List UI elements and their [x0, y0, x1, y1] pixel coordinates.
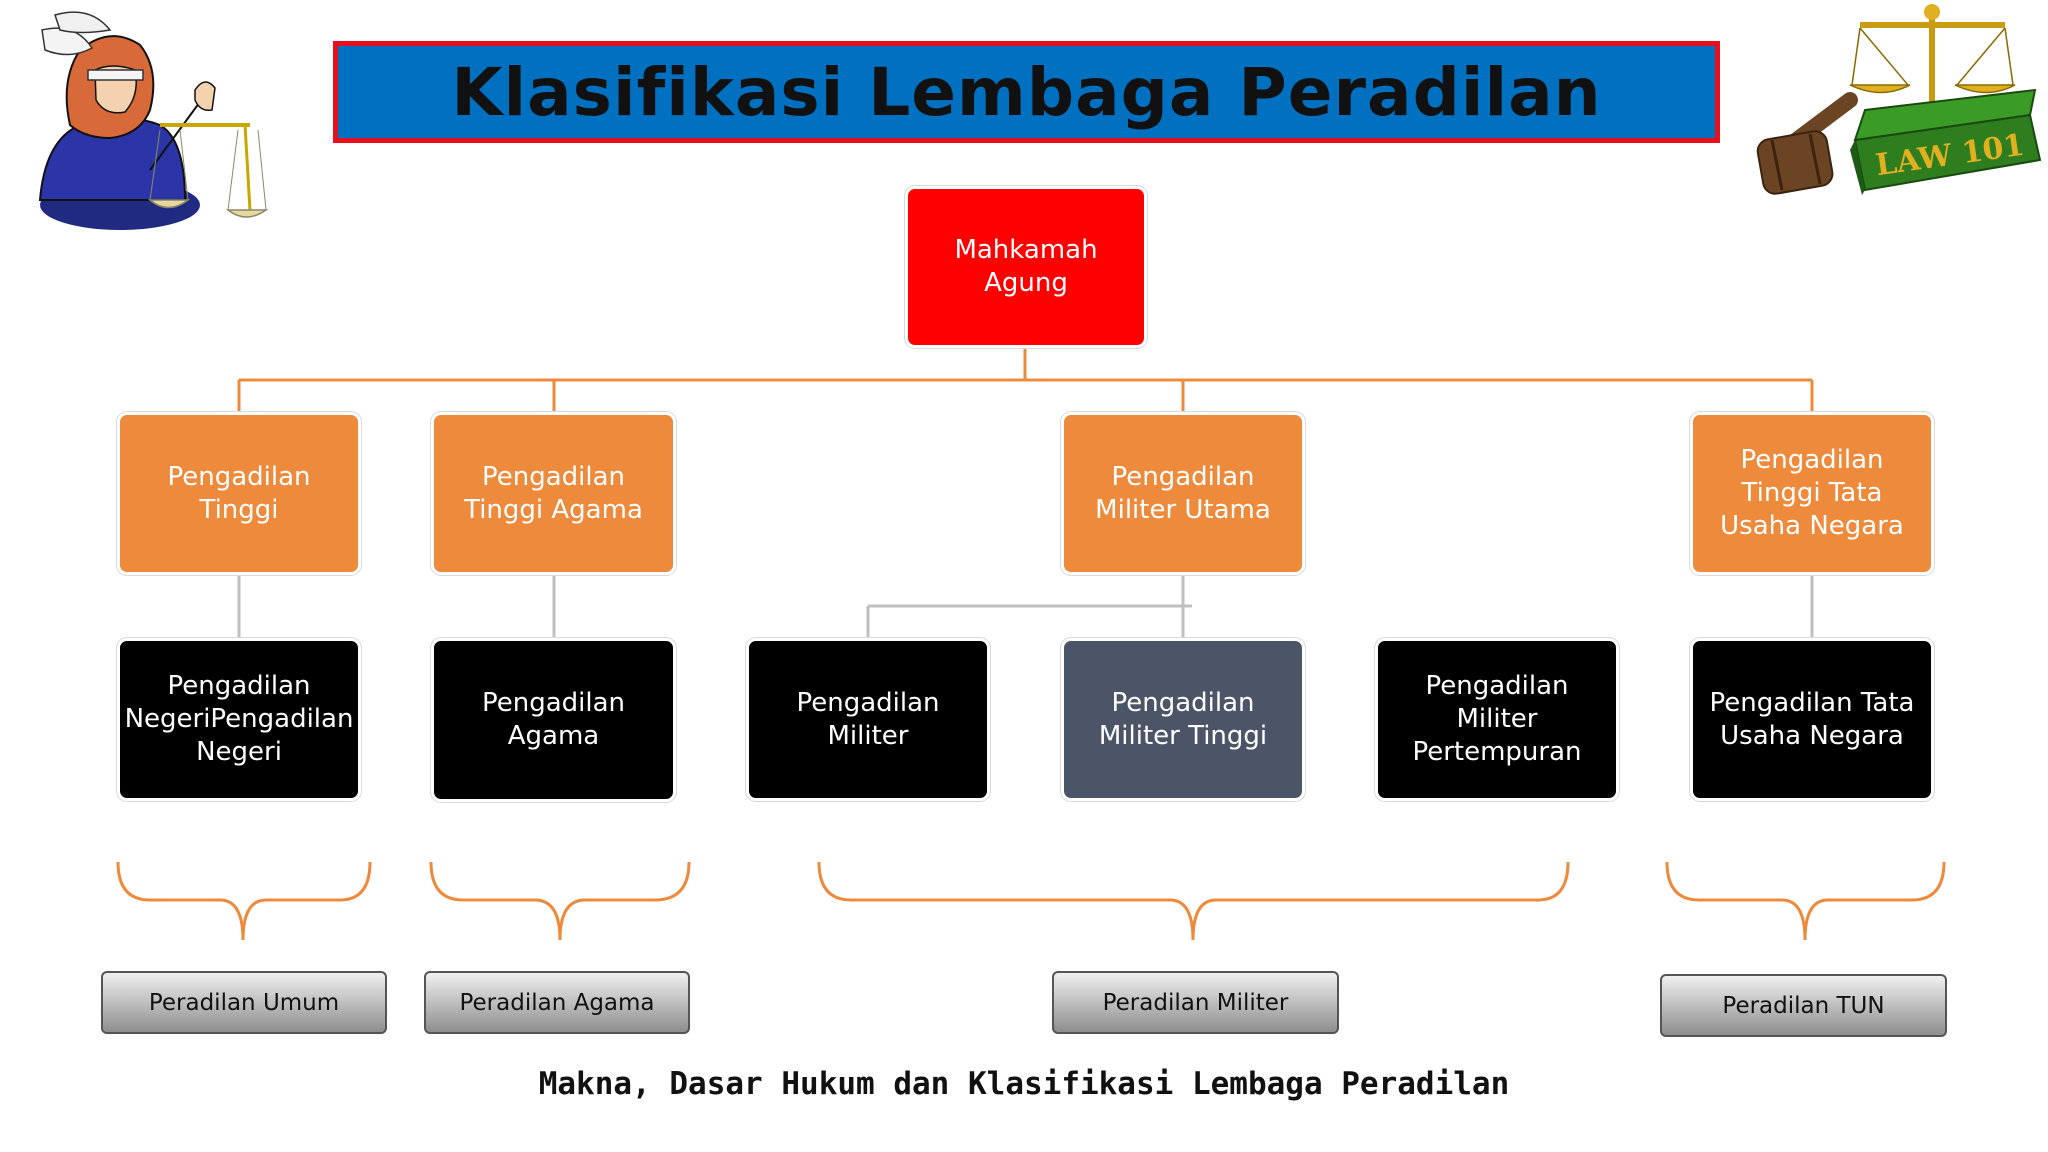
- group-label-peradilan-tun: Peradilan TUN: [1660, 974, 1947, 1037]
- brace-peradilan-militer: [817, 861, 1570, 941]
- node-label: Pengadilan Tinggi Agama: [464, 461, 643, 525]
- node-label: Pengadilan Militer: [796, 687, 940, 751]
- node-pengadilan-militer: Pengadilan Militer: [746, 638, 990, 801]
- node-label: Pengadilan Tinggi: [167, 461, 311, 525]
- node-pengadilan-militer-pertempuran: Pengadilan Militer Pertempuran: [1375, 638, 1619, 801]
- node-label: Pengadilan Agama: [481, 688, 626, 751]
- node-pengadilan-tinggi-tun: Pengadilan Tinggi Tata Usaha Negara: [1690, 412, 1934, 575]
- node-label: Pengadilan Militer Utama: [1095, 461, 1271, 525]
- node-pengadilan-militer-tinggi: Pengadilan Militer Tinggi: [1061, 638, 1305, 801]
- node-pengadilan-tinggi: Pengadilan Tinggi: [117, 412, 361, 575]
- node-pengadilan-tata-usaha-negara: Pengadilan Tata Usaha Negara: [1690, 638, 1934, 801]
- node-pengadilan-negeri: Pengadilan NegeriPengadilan Negeri: [117, 638, 361, 801]
- group-label-peradilan-agama: Peradilan Agama: [424, 971, 690, 1034]
- node-label: Mahkamah Agung: [954, 235, 1098, 298]
- page-title: Klasifikasi Lembaga Peradilan: [451, 53, 1602, 131]
- title-banner: Klasifikasi Lembaga Peradilan: [333, 41, 1720, 143]
- node-pengadilan-militer-utama: Pengadilan Militer Utama: [1061, 412, 1305, 575]
- group-label-peradilan-umum: Peradilan Umum: [101, 971, 387, 1034]
- node-label: Pengadilan Tata Usaha Negara: [1709, 687, 1915, 751]
- footer-caption: Makna, Dasar Hukum dan Klasifikasi Lemba…: [538, 1066, 1510, 1102]
- node-label: Pengadilan Militer Pertempuran: [1412, 671, 1582, 767]
- brace-peradilan-agama: [429, 861, 691, 941]
- node-label: Pengadilan Militer Tinggi: [1098, 687, 1268, 751]
- brace-peradilan-tun: [1665, 861, 1946, 941]
- lady-justice-illustration: [38, 11, 269, 230]
- node-pengadilan-agama: Pengadilan Agama: [431, 638, 676, 802]
- node-pengadilan-tinggi-agama: Pengadilan Tinggi Agama: [431, 412, 676, 575]
- brace-peradilan-umum: [116, 861, 372, 941]
- node-label: Pengadilan NegeriPengadilan Negeri: [124, 671, 354, 767]
- law-101-illustration: [1756, 4, 2042, 195]
- node-mahkamah-agung: Mahkamah Agung: [905, 186, 1147, 348]
- node-label: Pengadilan Tinggi Tata Usaha Negara: [1720, 445, 1904, 541]
- group-label-peradilan-militer: Peradilan Militer: [1052, 971, 1339, 1034]
